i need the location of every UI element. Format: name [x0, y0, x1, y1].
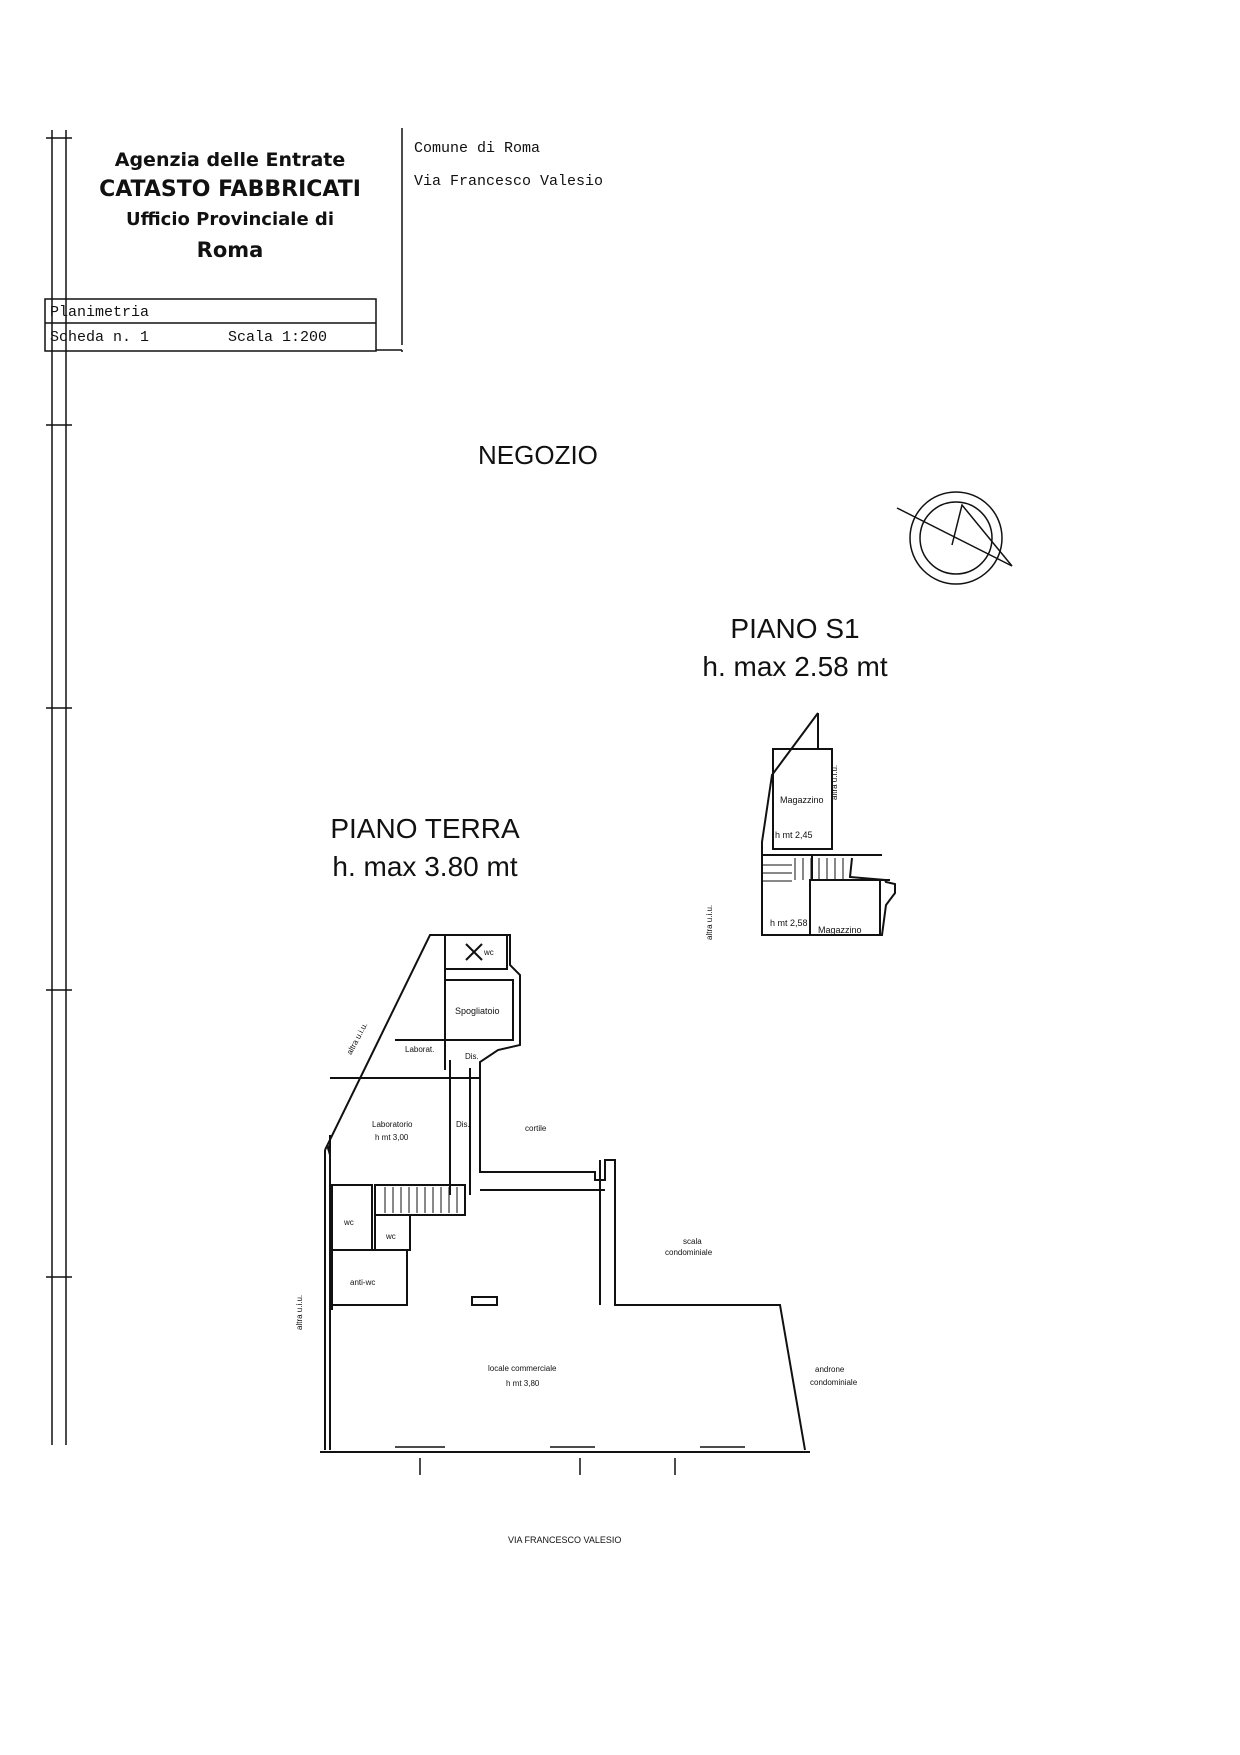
margin-rules	[46, 128, 403, 1445]
ground-stair-label: scala	[683, 1237, 702, 1246]
plan-s1	[761, 712, 896, 936]
ground-room-laborat: Laborat.	[405, 1045, 435, 1054]
s1-adjacent-unit-right: altra u.i.u.	[830, 764, 839, 800]
ground-room-dis-2: Dis.	[456, 1120, 470, 1129]
office-city: Roma	[196, 238, 264, 262]
document-type: Planimetria	[50, 304, 150, 321]
s1-room-magazzino-bottom: Magazzino	[818, 925, 862, 935]
stairs-ground	[384, 1187, 458, 1213]
floor-ground-name: PIANO TERRA	[330, 813, 520, 844]
ground-room-wc-top: wc	[484, 948, 494, 957]
floor-ground-title: PIANO TERRA h. max 3.80 mt	[300, 810, 550, 886]
municipality: Comune di Roma	[414, 140, 541, 157]
office-header: Agenzia delle Entrate CATASTO FABBRICATI…	[60, 145, 400, 265]
ground-room-spogliatoio: Spogliatoio	[455, 1006, 500, 1016]
ground-room-dis-1: Dis.	[465, 1052, 479, 1061]
s1-room-magazzino-top: Magazzino	[780, 795, 824, 805]
s1-room-height-bottom: h mt 2,58	[770, 918, 808, 928]
floor-s1-height: h. max 2.58 mt	[702, 651, 888, 682]
floor-s1-name: PIANO S1	[730, 613, 860, 644]
ground-room-locale: locale commerciale	[488, 1364, 557, 1373]
stairs-s1	[762, 858, 844, 882]
ground-stair-condominiale: condominiale	[665, 1248, 713, 1257]
ground-room-wc-1: wc	[344, 1218, 354, 1227]
floor-s1-title: PIANO S1 h. max 2.58 mt	[680, 610, 910, 686]
page-title: NEGOZIO	[478, 440, 598, 470]
s1-adjacent-unit-left: altra u.i.u.	[705, 904, 714, 940]
street-label: VIA FRANCESCO VALESIO	[508, 1535, 622, 1545]
office-name: Ufficio Provinciale di	[125, 209, 334, 230]
compass-icon	[896, 491, 1013, 585]
info-table	[44, 298, 402, 352]
ground-room-laboratorio: Laboratorio	[372, 1120, 413, 1129]
ground-room-wc-2: wc	[386, 1232, 396, 1241]
street-address: Via Francesco Valesio	[414, 173, 604, 190]
ground-courtyard: cortile	[525, 1124, 547, 1133]
ground-room-laboratorio-height: h mt 3,00	[375, 1133, 409, 1142]
registry-name: CATASTO FABBRICATI	[99, 177, 361, 202]
ground-adjacent-unit-left: altra u.i.u.	[295, 1294, 304, 1330]
floor-ground-height: h. max 3.80 mt	[332, 851, 518, 882]
ground-androne: androne	[815, 1365, 845, 1374]
plan-ground	[320, 934, 810, 1453]
ground-androne-condominiale: condominiale	[810, 1378, 858, 1387]
ground-room-antiwc: anti-wc	[350, 1278, 376, 1287]
facade-openings	[395, 1446, 745, 1475]
drawing-scale: Scala 1:200	[228, 329, 328, 346]
sheet-number: Scheda n. 1	[50, 329, 150, 346]
ground-room-locale-height: h mt 3,80	[506, 1379, 540, 1388]
agency-name: Agenzia delle Entrate	[114, 149, 346, 171]
s1-room-height-top: h mt 2,45	[775, 830, 813, 840]
